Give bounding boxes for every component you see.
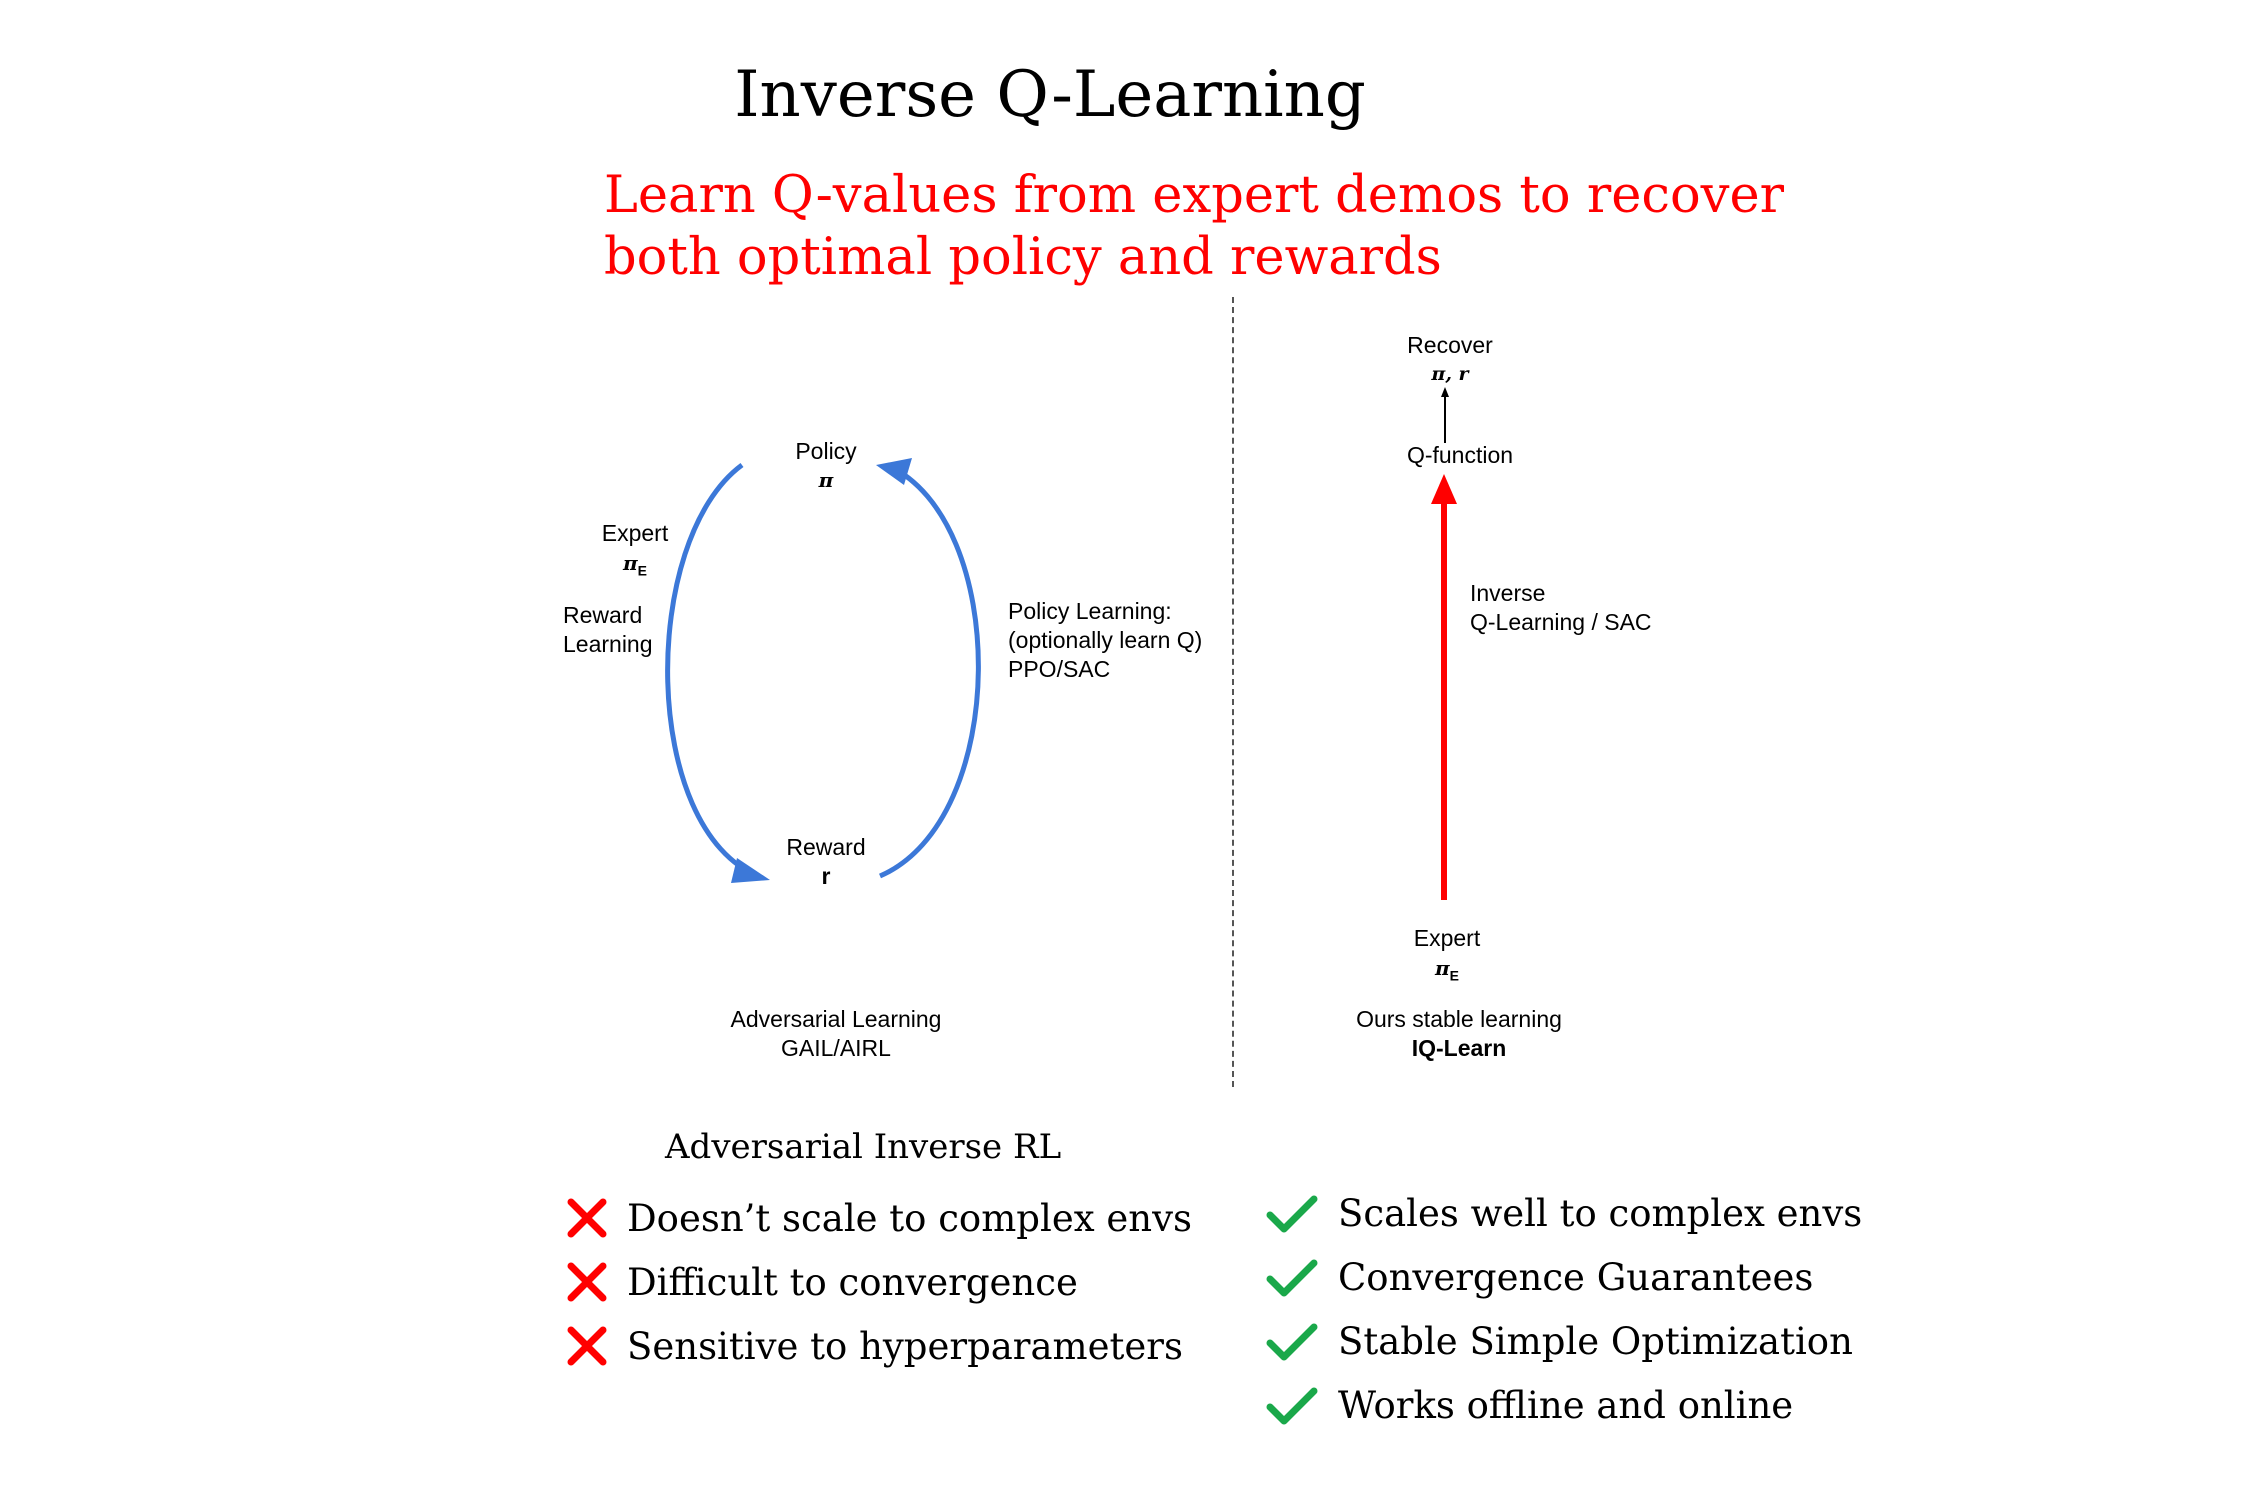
pros-item: Works offline and online [1264,1383,1862,1427]
subtitle-line-1: Learn Q-values from expert demos to reco… [604,166,1785,225]
pros-item-text: Works offline and online [1338,1383,1794,1427]
policy-learning-arc [879,462,981,879]
expert-subscript: E [1449,967,1459,984]
subtitle: Learn Q-values from expert demos to reco… [604,165,1784,289]
qfunction-label: Q-function [1406,442,1514,468]
cross-icon [567,1198,607,1238]
expert-label: Expert [1413,925,1481,951]
inverse-line-2: Q-Learning / SAC [1470,609,1652,635]
check-icon [1266,1195,1318,1233]
section-divider [1232,297,1234,1087]
inverse-q-arrowhead [1431,474,1457,504]
left-caption-line-1: Adversarial Learning [730,1006,942,1032]
subtitle-emphasis-policy: optimal policy [736,228,1102,287]
pros-item-text: Convergence Guarantees [1338,1255,1814,1299]
policy-learning-line-2: (optionally learn Q) [1008,627,1203,653]
policy-label: Policy [795,438,857,464]
reward-label: Reward [786,834,866,860]
subtitle-text: both [604,228,737,287]
recover-node: Recover π, r [1407,331,1493,389]
right-caption: Ours stable learning IQ-Learn [1356,1005,1562,1063]
left-caption: Adversarial Learning GAIL/AIRL [731,1005,942,1063]
recover-label: Recover [1407,332,1493,358]
cons-heading: Adversarial Inverse RL [665,1127,1062,1167]
reward-learning-arrowhead [731,858,770,883]
cross-icon [567,1262,607,1302]
pros-item: Scales well to complex envs [1264,1191,1862,1235]
inverse-q-learning-label: Inverse Q-Learning / SAC [1470,579,1652,637]
inverse-line-1: Inverse [1470,580,1546,606]
cons-item-text: Sensitive to hyperparameters [627,1324,1183,1368]
policy-learning-label: Policy Learning: (optionally learn Q) PP… [1008,597,1202,684]
cons-item: Difficult to convergence [565,1260,1192,1304]
pros-item-text: Scales well to complex envs [1338,1191,1863,1235]
page-title: Inverse Q-Learning [734,58,1366,132]
subtitle-text: and [1101,228,1231,287]
expert-node-left: Expert πE [602,519,668,586]
pros-item: Convergence Guarantees [1264,1255,1862,1299]
recover-arrowhead [1441,387,1449,397]
cons-item: Sensitive to hyperparameters [565,1324,1192,1368]
cons-list: Doesn’t scale to complex envs Difficult … [565,1196,1192,1368]
cross-icon [567,1326,607,1366]
right-caption-line-2: IQ-Learn [1411,1035,1507,1061]
check-icon [1266,1323,1318,1361]
pros-list: Scales well to complex envs Convergence … [1264,1191,1862,1427]
check-icon [1266,1259,1318,1297]
recover-symbols: π, r [1431,363,1469,385]
cons-item: Doesn’t scale to complex envs [565,1196,1192,1240]
reward-learning-line-2: Learning [563,631,653,657]
pros-item-text: Stable Simple Optimization [1338,1319,1853,1363]
expert-subscript: E [637,562,647,579]
check-icon [1266,1387,1318,1425]
reward-node: Reward r [786,833,865,891]
reward-learning-label: Reward Learning [563,601,653,659]
expert-label: Expert [601,520,669,546]
cons-item-text: Doesn’t scale to complex envs [627,1196,1192,1240]
expert-symbol: πE [1435,956,1459,984]
policy-learning-line-3: PPO/SAC [1008,656,1111,682]
policy-node: Policy π [795,437,856,495]
right-caption-line-1: Ours stable learning [1356,1006,1562,1032]
reward-learning-arc [665,462,761,880]
reward-symbol: r [821,863,831,889]
policy-learning-arrowhead [876,458,912,485]
pros-item: Stable Simple Optimization [1264,1319,1862,1363]
expert-node-right: Expert πE [1414,924,1480,991]
left-caption-line-2: GAIL/AIRL [781,1035,891,1061]
subtitle-emphasis-rewards: rewards [1230,228,1442,287]
policy-symbol: π [818,468,834,492]
cons-item-text: Difficult to convergence [627,1260,1078,1304]
policy-learning-line-1: Policy Learning: [1008,598,1172,624]
reward-learning-line-1: Reward [563,602,643,628]
expert-symbol: πE [623,551,647,579]
subtitle-line-2: both optimal policy and rewards [604,227,1784,289]
